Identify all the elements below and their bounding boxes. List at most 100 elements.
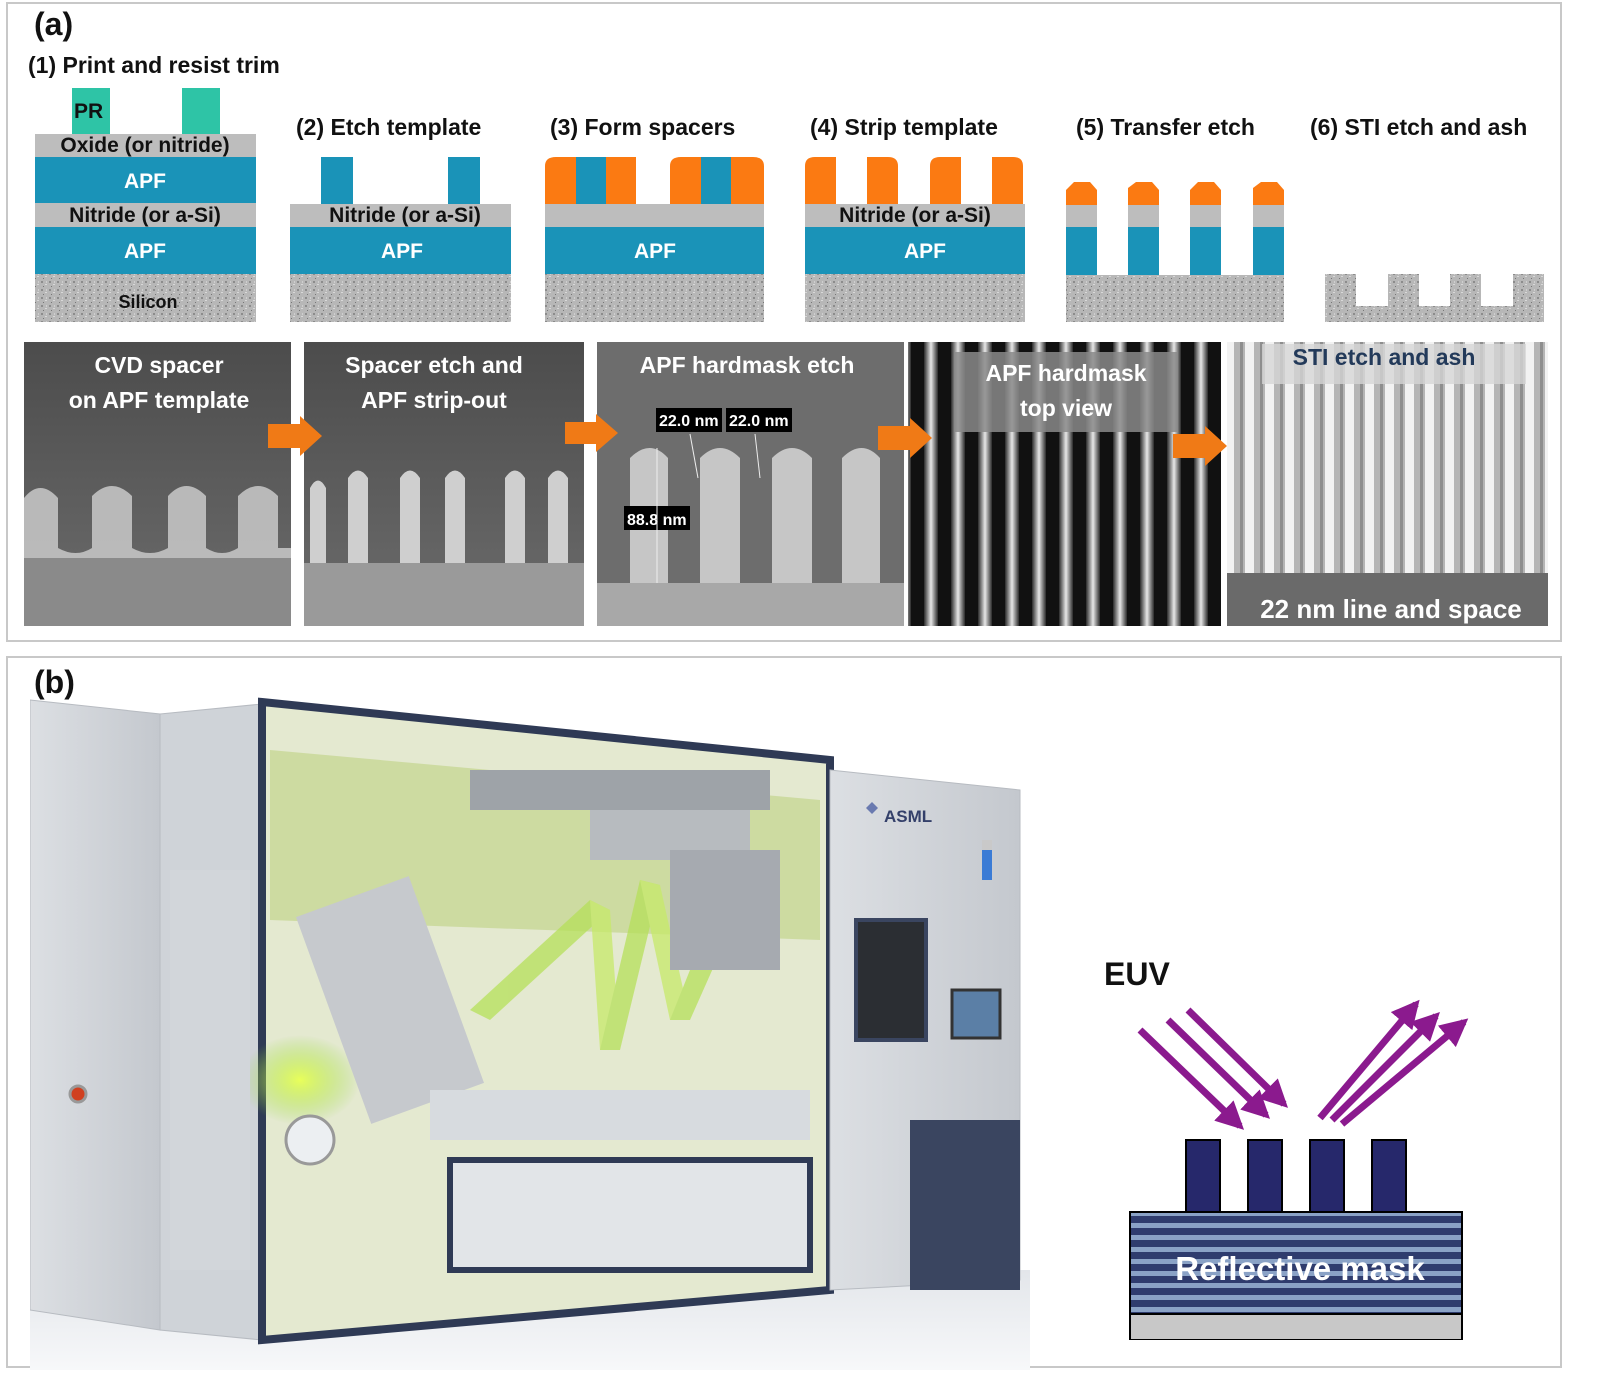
- nitride-label: Nitride (or a-Si): [329, 204, 481, 227]
- sem-5-title: STI etch and ash: [1262, 340, 1506, 375]
- step-3-stack: APF: [545, 157, 764, 322]
- pr-block-left: [72, 88, 110, 134]
- silicon-label: Silicon: [118, 292, 177, 312]
- silicon-substrate: [290, 274, 511, 322]
- step-5-stack: [1066, 182, 1284, 322]
- silicon-substrate: [35, 274, 256, 322]
- incident-euv-arrows: [1137, 1007, 1289, 1130]
- apf-label: APF: [634, 240, 676, 263]
- panel-a-label: (a): [34, 6, 74, 42]
- silicon-substrate: [545, 274, 764, 322]
- emergency-button: [68, 1084, 88, 1104]
- control-window: [854, 918, 928, 1042]
- step-2-stack: Nitride (or a-Si) APF: [290, 157, 511, 322]
- sem-image-5: [1227, 342, 1548, 626]
- reflected-euv-arrows: [1317, 999, 1469, 1127]
- sem-image-1: [24, 342, 291, 626]
- nitride-label: Nitride (or a-Si): [839, 204, 991, 227]
- measurement-width-2-label: 22.0 nm: [729, 413, 789, 430]
- asml-logo: ASML: [884, 807, 932, 826]
- oxide-layer: [35, 134, 256, 157]
- apf-layer-bottom: [35, 227, 256, 274]
- pillar-4: [1253, 182, 1284, 275]
- sti-trenched-silicon: [1325, 274, 1544, 322]
- step-6-title: (6) STI etch and ash: [1310, 114, 1528, 140]
- silicon-substrate: [1066, 275, 1284, 322]
- nitride-label: Nitride (or a-Si): [69, 204, 221, 227]
- step-4-title: (4) Strip template: [810, 114, 998, 140]
- pillar-3: [1190, 182, 1221, 275]
- silicon-substrate: [805, 274, 1025, 322]
- step-5-title: (5) Transfer etch: [1076, 114, 1255, 140]
- sem-2-line1: Spacer etch and: [345, 352, 523, 378]
- step-1-title: (1) Print and resist trim: [28, 52, 280, 78]
- measurement-width-1-label: 22.0 nm: [659, 413, 719, 430]
- apf-label: APF: [381, 240, 423, 263]
- sem-4-line1: APF hardmask: [985, 360, 1147, 386]
- spacer-2: [867, 157, 898, 204]
- sem-footer: 22 nm line and space: [1260, 594, 1522, 624]
- step-3-title: (3) Form spacers: [550, 114, 736, 140]
- apf-layer: [290, 227, 511, 274]
- pr-label: PR: [74, 100, 103, 123]
- apf-label: APF: [904, 240, 946, 263]
- absorber-4: [1371, 1139, 1407, 1213]
- sem-1-title: CVD spacer on APF template: [24, 348, 294, 417]
- apf-layer: [545, 227, 764, 274]
- sem-arrow-2: [565, 414, 618, 452]
- pillar-1: [1066, 182, 1097, 275]
- sem-image-2: [304, 342, 584, 626]
- sem-4-title: APF hardmask top view: [955, 356, 1177, 425]
- apf-template-left: [576, 157, 606, 204]
- sem-2-line2: APF strip-out: [361, 386, 507, 413]
- measurement-width-2: 22.0 nm: [726, 408, 792, 432]
- sem-5-line1: STI etch and ash: [1292, 344, 1476, 370]
- spacer-4: [992, 157, 1023, 204]
- sem-arrow-4: [1173, 426, 1227, 466]
- step-6-stack: [1325, 274, 1544, 322]
- absorber-1: [1185, 1139, 1221, 1213]
- pillar-2: [1128, 182, 1159, 275]
- sem-image-3: [597, 342, 904, 626]
- mask-label: Reflective mask: [1175, 1250, 1425, 1287]
- left-cabinet: [30, 699, 161, 1331]
- control-monitor: [950, 988, 1002, 1040]
- euv-lithography-machine: ASML: [30, 697, 1030, 1370]
- step-4-stack: Nitride (or a-Si) APF: [805, 157, 1025, 322]
- mask-substrate: [1129, 1313, 1463, 1340]
- spacer-3: [930, 157, 961, 204]
- process-schematics: PR Oxide (or nitride) APF Nitride (or a-…: [35, 88, 1544, 322]
- nitride-layer: [545, 204, 764, 227]
- sem-arrow-1: [268, 416, 322, 456]
- sem-arrow-3: [878, 418, 932, 458]
- step-2-title: (2) Etch template: [296, 114, 482, 140]
- apf-label-top: APF: [124, 170, 166, 193]
- asml-logo-mark: [866, 802, 878, 814]
- nitride-layer: [35, 203, 256, 227]
- pr-block-right: [182, 88, 220, 134]
- panel-b-label: (b): [34, 664, 75, 700]
- step-1-stack: PR Oxide (or nitride) APF Nitride (or a-…: [35, 88, 256, 322]
- sem-1-line2: on APF template: [68, 386, 250, 413]
- spacer-1: [805, 157, 836, 204]
- euv-label: EUV: [1104, 956, 1170, 992]
- sem-image-strip: 22.0 nm 22.0 nm 88.8 nm: [24, 342, 1548, 626]
- nitride-layer: [290, 204, 511, 227]
- sem-image-4: [908, 342, 1221, 626]
- oxide-label: Oxide (or nitride): [60, 134, 229, 157]
- apf-template-left: [321, 157, 353, 204]
- apf-template-right: [701, 157, 731, 204]
- apf-layer: [805, 227, 1025, 274]
- sem-3-line1: APF hardmask etch: [639, 352, 855, 378]
- sem-3-title: APF hardmask etch: [597, 348, 897, 383]
- reflective-mask-schematic: Reflective mask: [1129, 999, 1469, 1340]
- sem-4-line2: top view: [1019, 394, 1112, 421]
- apf-layer-top: [35, 157, 256, 203]
- signal-tower: [982, 840, 992, 880]
- sem-1-line1: CVD spacer: [94, 352, 224, 378]
- absorber-3: [1309, 1139, 1345, 1213]
- measurement-width-1: 22.0 nm: [656, 408, 722, 432]
- nitride-layer: [805, 204, 1025, 227]
- apf-template-right: [448, 157, 480, 204]
- sem-2-title: Spacer etch and APF strip-out: [304, 348, 564, 417]
